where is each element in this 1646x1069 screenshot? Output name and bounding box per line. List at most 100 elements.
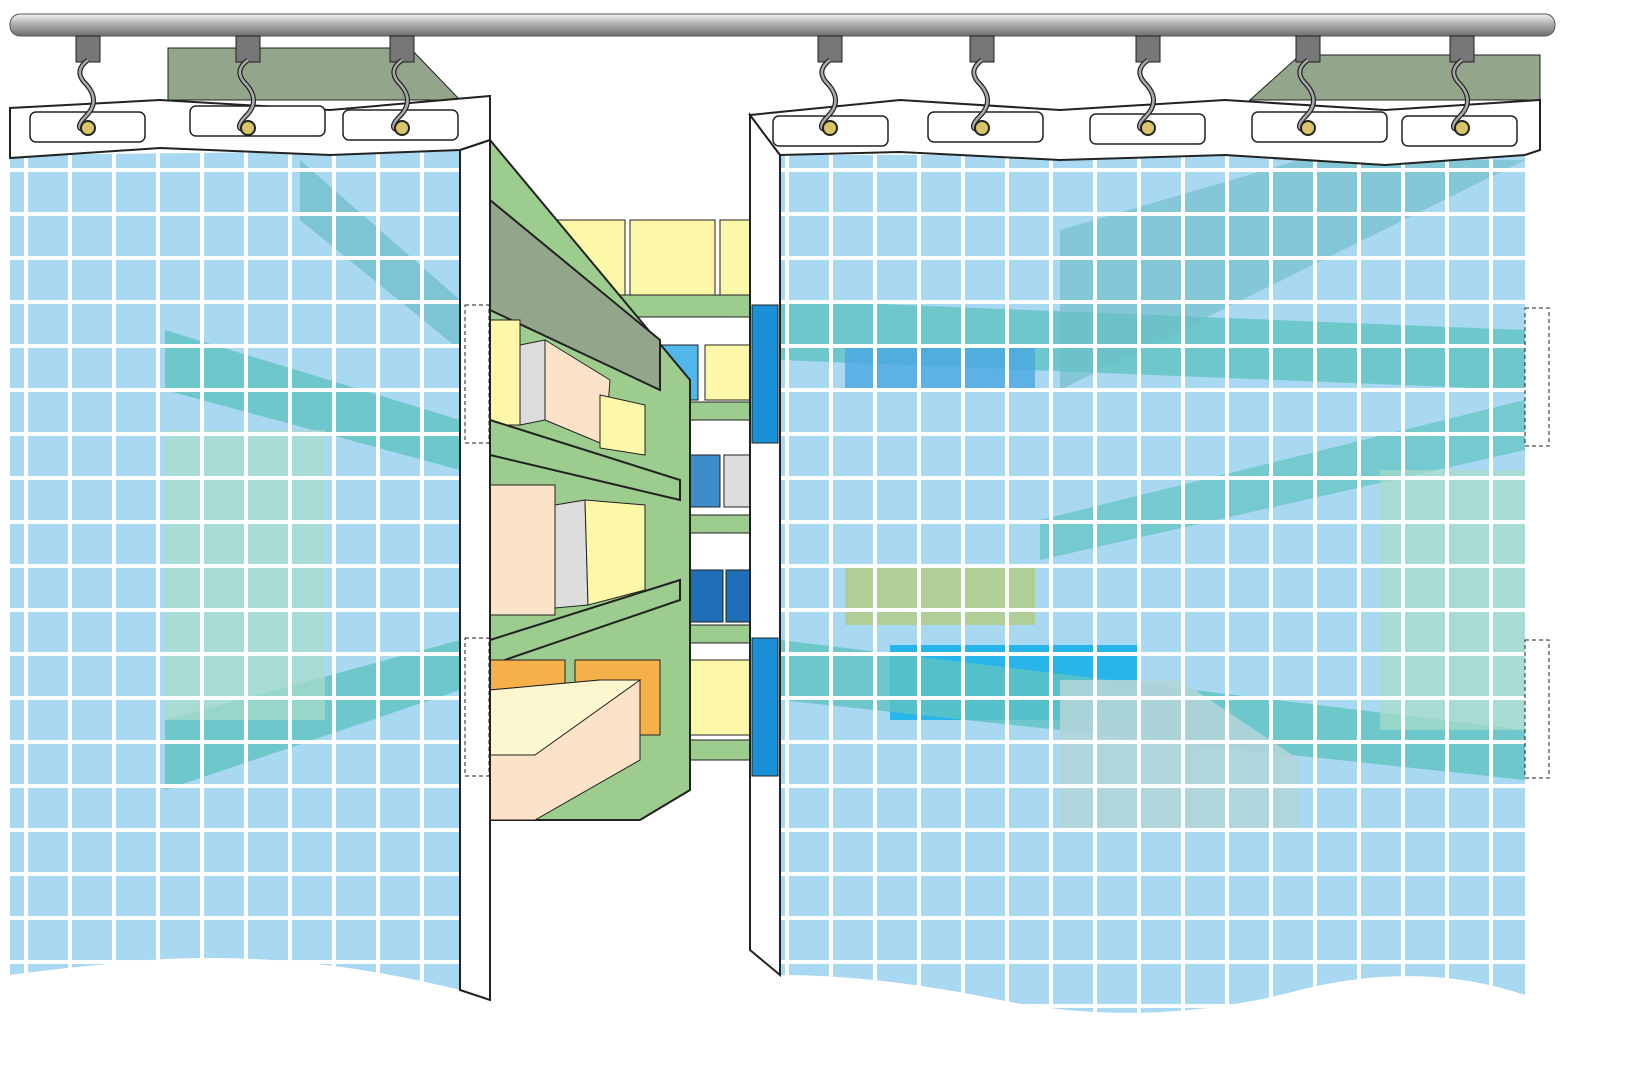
grid-line — [780, 740, 1525, 744]
grid-line — [780, 1004, 1525, 1008]
hook-icon — [1449, 35, 1475, 136]
eyelet — [394, 120, 410, 136]
grid-line — [10, 872, 460, 876]
hook-icon — [1135, 35, 1161, 136]
grid-line — [780, 432, 1525, 436]
curtain-edge — [749, 112, 781, 978]
hook-clip — [1135, 35, 1161, 63]
curtain-rail — [9, 13, 1556, 37]
hook-wire-highlight — [1452, 58, 1469, 132]
grid-line — [10, 432, 460, 436]
shelf-box — [584, 499, 646, 606]
grid-line — [780, 872, 1525, 876]
grid-line — [10, 740, 460, 744]
back-box — [723, 454, 751, 508]
grid-line — [10, 564, 460, 568]
grid-line — [1357, 155, 1361, 1013]
grid-line — [376, 150, 380, 990]
grid-line — [780, 784, 1525, 788]
grid-line — [24, 150, 28, 990]
hook-clip — [1295, 35, 1321, 63]
curtain-grid — [780, 155, 1525, 1013]
eyelet — [1454, 120, 1470, 136]
curtain-edge — [459, 138, 491, 1002]
rail-bracket — [1248, 54, 1541, 101]
grid-line — [288, 150, 292, 990]
grid-line — [10, 520, 460, 524]
shelf-box — [554, 499, 589, 609]
hook-clip — [75, 35, 101, 63]
eyelet — [1300, 120, 1316, 136]
magnet-strip-icon — [751, 637, 779, 777]
back-box — [684, 569, 724, 623]
eyelet — [974, 120, 990, 136]
grid-line — [10, 256, 460, 260]
hook-clip — [235, 35, 261, 63]
magnet-strip-icon — [1524, 639, 1550, 779]
grid-line — [1445, 155, 1449, 1013]
magnet-strip-icon — [464, 637, 490, 777]
shelf-box — [489, 484, 556, 616]
hook-clip — [969, 35, 995, 63]
back-box — [704, 344, 751, 401]
grid-line — [1401, 155, 1405, 1013]
grid-line — [780, 960, 1525, 964]
hook-wire-highlight — [1298, 58, 1315, 132]
eyelet — [1140, 120, 1156, 136]
hook-icon — [75, 35, 101, 136]
grid-line — [112, 150, 116, 990]
hook-wire-highlight — [1138, 58, 1155, 132]
grid-line — [1181, 155, 1185, 1013]
rail-bracket — [167, 47, 462, 101]
grid-line — [829, 155, 833, 1013]
grid-line — [10, 476, 460, 480]
back-box — [725, 569, 751, 623]
grid-line — [1313, 155, 1317, 1013]
hook-icon — [389, 35, 415, 136]
grid-line — [780, 696, 1525, 700]
grid-line — [10, 168, 460, 172]
grid-line — [1225, 155, 1229, 1013]
right-curtain — [748, 98, 1550, 1013]
hook-clip — [389, 35, 415, 63]
grid-line — [780, 388, 1525, 392]
magnet-strip-icon — [464, 304, 490, 444]
grid-line — [780, 168, 1525, 172]
shelf-box — [599, 394, 646, 456]
grid-line — [873, 155, 877, 1013]
grid-line — [10, 916, 460, 920]
grid-line — [1093, 155, 1097, 1013]
grid-line — [10, 652, 460, 656]
eyelet — [822, 120, 838, 136]
grid-line — [780, 256, 1525, 260]
hook-icon — [1295, 35, 1321, 136]
grid-line — [780, 300, 1525, 304]
grid-line — [917, 155, 921, 1013]
curtain-grid — [10, 150, 460, 990]
grid-line — [780, 608, 1525, 612]
grid-line — [780, 564, 1525, 568]
grid-line — [10, 696, 460, 700]
grid-line — [68, 150, 72, 990]
eyelet-slot — [189, 105, 326, 137]
grid-line — [780, 344, 1525, 348]
grid-line — [10, 212, 460, 216]
grid-line — [244, 150, 248, 990]
grid-line — [780, 212, 1525, 216]
hook-icon — [969, 35, 995, 136]
grid-line — [780, 652, 1525, 656]
shelf-box — [519, 339, 546, 426]
grid-line — [1137, 155, 1141, 1013]
back-box — [719, 219, 751, 296]
eyelet — [80, 120, 96, 136]
grid-line — [780, 520, 1525, 524]
hook-clip — [1449, 35, 1475, 63]
grid-line — [156, 150, 160, 990]
left-curtain — [9, 94, 491, 1002]
hook-wire-highlight — [392, 58, 409, 132]
back-shelf — [619, 294, 751, 318]
grid-line — [10, 344, 460, 348]
grid-line — [200, 150, 204, 990]
hook-wire-highlight — [820, 58, 837, 132]
